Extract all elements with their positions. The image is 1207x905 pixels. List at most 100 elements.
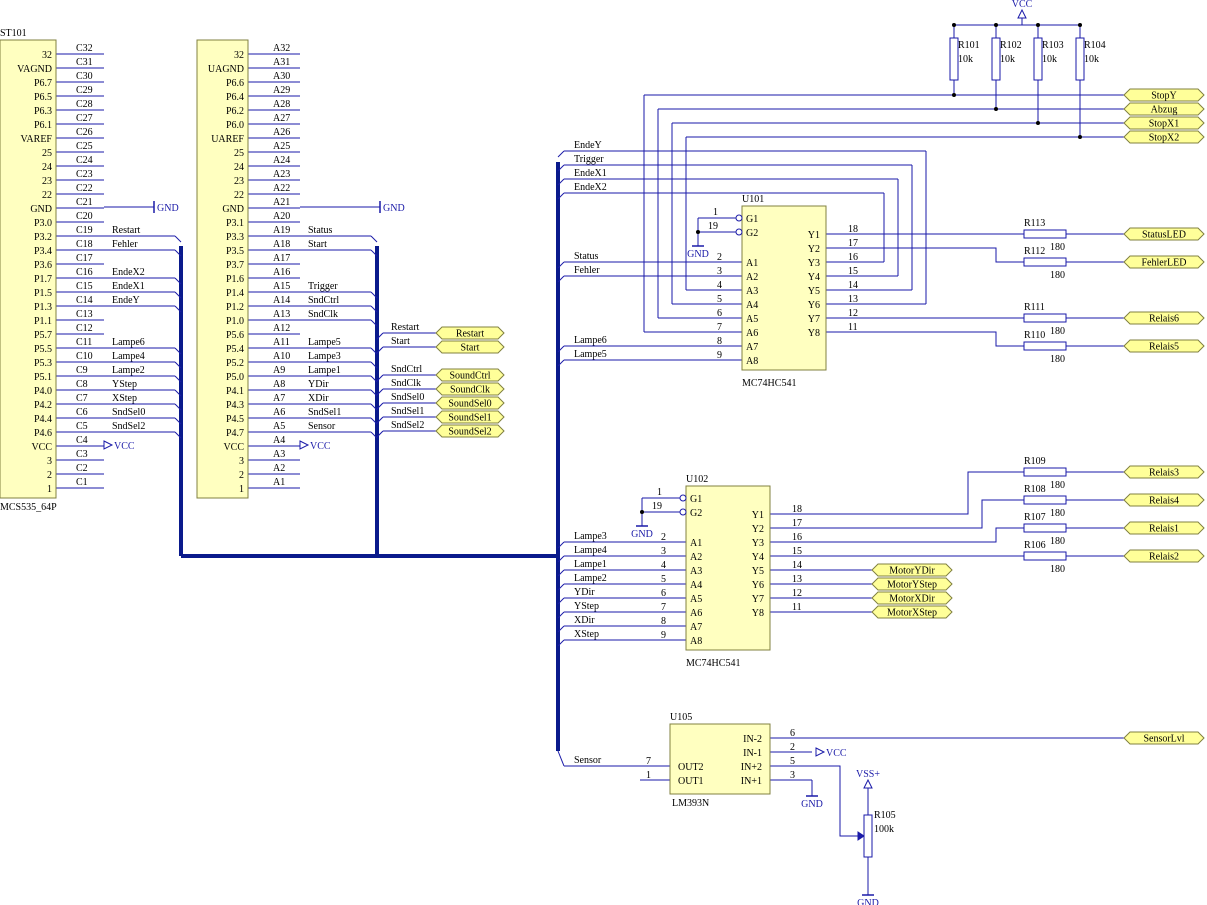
flag-SensorLvl (1123, 731, 1205, 745)
pin-number: 6 (661, 588, 666, 599)
net-label: Lampe2 (112, 365, 145, 376)
net-label: Trigger (308, 281, 338, 292)
net-label: EndeX1 (112, 281, 145, 292)
pin-number: A20 (273, 211, 290, 222)
flag-Relais2-text: Relais2 (1149, 552, 1179, 563)
pin-number: C32 (76, 43, 93, 54)
comparator-body (669, 723, 771, 795)
pin-number: 2 (661, 532, 666, 543)
pin-name: Y8 (808, 328, 820, 339)
pin-number: A22 (273, 183, 290, 194)
pin-name: Y1 (752, 510, 764, 521)
flag-SoundSel1-text: SoundSel1 (448, 413, 491, 424)
pin-number: A7 (273, 393, 285, 404)
flag-Abzug (1123, 102, 1205, 116)
flag-Relais5 (1123, 339, 1205, 353)
pin-number: A31 (273, 57, 290, 68)
net-label: YStep (112, 379, 137, 390)
pin-number: 13 (792, 574, 802, 585)
net-label: Lampe4 (574, 545, 607, 556)
pin-name: P3.2 (34, 232, 52, 243)
enable-name: G2 (690, 508, 702, 519)
pin-number: 19 (652, 501, 662, 512)
inversion-bubble (679, 494, 687, 502)
pin-name: Y4 (752, 552, 764, 563)
pin-name: Y6 (808, 300, 820, 311)
bus-entry (370, 235, 378, 243)
net-label: EndeX2 (574, 182, 607, 193)
vcc-label: VSS+ (856, 769, 880, 780)
flag-MotorXStep (871, 605, 953, 619)
potentiometer (863, 814, 873, 858)
pin-number: 3 (717, 266, 722, 277)
pin-number: 16 (848, 252, 858, 263)
pin-name: 24 (234, 162, 244, 173)
pin-name: IN-1 (743, 748, 762, 759)
pin-number: 12 (792, 588, 802, 599)
pin-name: P3.4 (34, 246, 52, 257)
pin-number: C30 (76, 71, 93, 82)
junction-dot (1078, 23, 1082, 27)
pin-name: 1 (239, 484, 244, 495)
resistor-R101 (949, 37, 959, 81)
net-label: Status (308, 225, 333, 236)
pin-number: 15 (792, 546, 802, 557)
resistor-R112 (1023, 257, 1067, 267)
pin-name: Y7 (752, 594, 764, 605)
junction-dot (1036, 23, 1040, 27)
net-label: SndCtrl (308, 295, 339, 306)
pin-number: A21 (273, 197, 290, 208)
pin-name: P6.6 (226, 78, 244, 89)
net-label: SndSel2 (112, 421, 145, 432)
pin-number: A27 (273, 113, 290, 124)
pin-name: P5.2 (226, 358, 244, 369)
net-label: YDir (308, 379, 329, 390)
gnd-label: GND (857, 898, 879, 905)
flag-SoundCtrl (435, 368, 505, 382)
connector-body-1 (196, 39, 249, 499)
resistor-ref: R101 (958, 40, 980, 51)
gnd-label: GND (687, 249, 709, 260)
pin-number: 17 (848, 238, 858, 249)
inversion-bubble (735, 214, 743, 222)
pin-number: C3 (76, 449, 88, 460)
flag-SoundSel2-text: SoundSel2 (448, 427, 491, 438)
bus-entry (174, 235, 182, 243)
flag-Relais3 (1123, 465, 1205, 479)
net-label: SndSel0 (112, 407, 145, 418)
pin-name: P1.4 (226, 288, 244, 299)
resistor-R107 (1023, 523, 1067, 533)
bus-entry (174, 249, 182, 257)
bus-entry (557, 597, 565, 605)
pin-number: 2 (717, 252, 722, 263)
vcc-label: VCC (310, 441, 331, 452)
pin-name: P3.1 (226, 218, 244, 229)
pin-name: 25 (234, 148, 244, 159)
buffer-body-0 (741, 205, 827, 371)
connector-body-0 (0, 39, 57, 499)
output-wire (810, 527, 1024, 543)
bus-entry (370, 389, 378, 397)
pin-name: P6.4 (226, 92, 244, 103)
pin-name: P1.5 (34, 288, 52, 299)
bus-entry (557, 541, 565, 549)
resistor-value: 180 (1050, 354, 1065, 365)
bus-entry (557, 178, 565, 186)
flag-FehlerLED (1123, 255, 1205, 269)
bus-entry (370, 417, 378, 425)
vcc-symbol (103, 440, 114, 450)
junction-dot (1078, 135, 1082, 139)
pin-name: A3 (746, 286, 758, 297)
pin-name: P4.3 (226, 400, 244, 411)
resistor-R110 (1023, 341, 1067, 351)
pin-number: C27 (76, 113, 93, 124)
pin-name: P4.4 (34, 414, 52, 425)
pin-name: Y5 (752, 566, 764, 577)
pin-name: P3.3 (226, 232, 244, 243)
pot-value: 100k (874, 824, 894, 835)
pin-name: A1 (690, 538, 702, 549)
pin-number: 14 (792, 560, 802, 571)
pin-number: A6 (273, 407, 285, 418)
pin-name: A3 (690, 566, 702, 577)
